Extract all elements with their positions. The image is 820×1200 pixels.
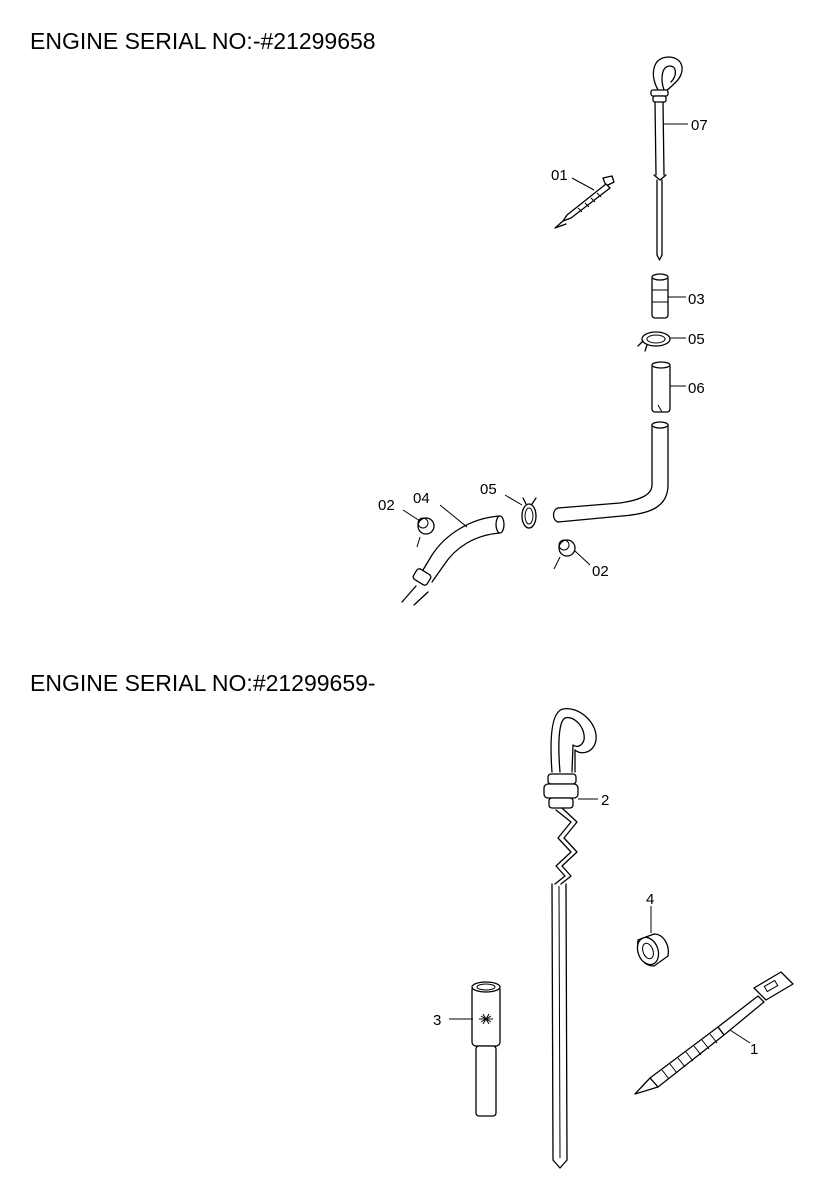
part-03-tube bbox=[651, 273, 669, 319]
part-1-cable-tie bbox=[634, 971, 794, 1095]
callout-04: 04 bbox=[413, 490, 430, 507]
callout-05-upper: 05 bbox=[688, 331, 705, 348]
part-05-clamp-lower bbox=[521, 497, 537, 529]
callout-03: 03 bbox=[688, 291, 705, 308]
callout-07: 07 bbox=[691, 117, 708, 134]
part-02-grommet-left bbox=[416, 517, 435, 548]
callout-1: 1 bbox=[750, 1041, 758, 1058]
callout-2: 2 bbox=[601, 792, 609, 809]
part-2-dipstick bbox=[543, 708, 597, 1169]
part-06-tube bbox=[651, 361, 671, 413]
part-07-dipstick bbox=[650, 56, 683, 261]
callout-02-left: 02 bbox=[378, 497, 395, 514]
part-01-cable-tie bbox=[554, 175, 615, 229]
lower-section-title: ENGINE SERIAL NO:#21299659- bbox=[30, 670, 376, 696]
callout-3: 3 bbox=[433, 1012, 441, 1029]
part-04-hose bbox=[401, 515, 505, 606]
part-4-seal-ring bbox=[636, 933, 670, 967]
callout-02-right: 02 bbox=[592, 563, 609, 580]
upper-section-title: ENGINE SERIAL NO:-#21299658 bbox=[30, 28, 376, 54]
callout-4: 4 bbox=[646, 891, 654, 908]
part-05-clamp-upper bbox=[637, 331, 671, 352]
part-3-guide-tube bbox=[471, 981, 501, 1117]
part-02-grommet-right bbox=[553, 539, 576, 570]
callout-01: 01 bbox=[551, 167, 568, 184]
callout-06: 06 bbox=[688, 380, 705, 397]
callout-05-lower: 05 bbox=[480, 481, 497, 498]
part-bent-guide-pipe bbox=[552, 421, 669, 523]
